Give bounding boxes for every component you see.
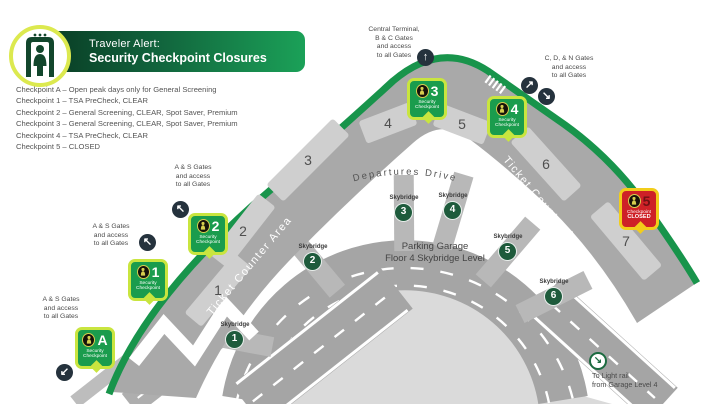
skybridge-6-badge: 6	[544, 287, 563, 306]
arrow-nw-as-gates-2-icon: ↖	[139, 234, 156, 251]
skybridge-5-badge: 5	[498, 242, 517, 261]
alert-subtitle: Security Checkpoint Closures	[89, 51, 267, 65]
skybridge-3-label: Skybridge	[389, 195, 419, 201]
skybridge-1-label: Skybridge	[220, 322, 250, 328]
counter-number-5: 5	[458, 116, 466, 132]
skybridge-6-label: Skybridge	[539, 279, 569, 285]
label-as-gates-1: A & S Gates and access to all Gates	[174, 164, 212, 188]
skybridge-4-label: Skybridge	[438, 193, 468, 199]
exit-road-left	[231, 267, 413, 404]
counter-number-7: 7	[622, 233, 630, 249]
security-person-icon	[136, 265, 150, 279]
legend-line-5: Checkpoint 5 – CLOSED	[16, 142, 100, 152]
parking-garage-label: Parking Garage Floor 4 Skybridge Level	[385, 241, 485, 264]
alert-banner: Traveler Alert: Security Checkpoint Clos…	[57, 31, 305, 72]
counter-number-3: 3	[304, 152, 312, 168]
arrow-sw-as-gates-3-icon: ↙	[56, 364, 73, 381]
label-as-gates-2: A & S Gates and access to all Gates	[92, 223, 130, 247]
security-person-icon	[495, 102, 509, 116]
counter-number-4: 4	[384, 115, 392, 131]
crosswalk-ticks-right	[484, 74, 507, 95]
counter-number-2: 2	[239, 223, 247, 239]
legend-line-1: Checkpoint 1 – TSA PreCheck, CLEAR	[16, 96, 148, 106]
security-person-icon	[627, 194, 641, 208]
arrow-up-central-icon: ↑	[417, 49, 434, 66]
legend-line-a: Checkpoint A – Open peak days only for G…	[16, 85, 217, 94]
security-scanner-icon	[9, 25, 71, 87]
skybridge-1-badge: 1	[225, 330, 244, 349]
label-central-terminal: Central Terminal, B & C Gates and access…	[368, 26, 420, 59]
alert-title: Traveler Alert:	[89, 38, 161, 50]
arrow-se-cdn-icon: ↘	[538, 88, 555, 105]
ticket-counters	[185, 102, 661, 326]
label-cdn-gates: C, D, & N Gates and access to all Gates	[544, 55, 594, 79]
terminal-building	[112, 59, 695, 399]
legend-line-4: Checkpoint 4 – TSA PreCheck, CLEAR	[16, 130, 148, 140]
band-zigzag-cut	[128, 295, 259, 367]
label-as-gates-3: A & S Gates and access to all Gates	[42, 296, 80, 320]
crosswalk-ticks-left	[326, 77, 348, 98]
arrow-nw-as-gates-1-icon: ↖	[172, 201, 189, 218]
legend-line-3: Checkpoint 3 – General Screening, CLEAR,…	[16, 119, 238, 129]
arrow-ne-cdn-icon: ↗	[521, 77, 538, 94]
skybridge-4-badge: 4	[443, 201, 462, 220]
security-person-icon	[415, 84, 429, 98]
counter-number-6: 6	[542, 156, 550, 172]
security-person-icon	[196, 219, 210, 233]
skybridge-2-label: Skybridge	[298, 244, 328, 250]
security-person-icon	[82, 333, 96, 347]
exit-road-right	[528, 280, 678, 404]
label-light-rail: To Light rail from Garage Level 4	[592, 371, 658, 389]
arrow-se-light-rail-icon: ↘	[589, 352, 607, 370]
checkpoint-legend: Checkpoint A – Open peak days only for G…	[16, 84, 238, 152]
skybridge-3-badge: 3	[394, 203, 413, 222]
skybridge-2-badge: 2	[303, 252, 322, 271]
skybridge-5-label: Skybridge	[493, 234, 523, 240]
counter-number-1: 1	[214, 282, 222, 298]
legend-line-2: Checkpoint 2 – General Screening, CLEAR,…	[16, 107, 238, 117]
